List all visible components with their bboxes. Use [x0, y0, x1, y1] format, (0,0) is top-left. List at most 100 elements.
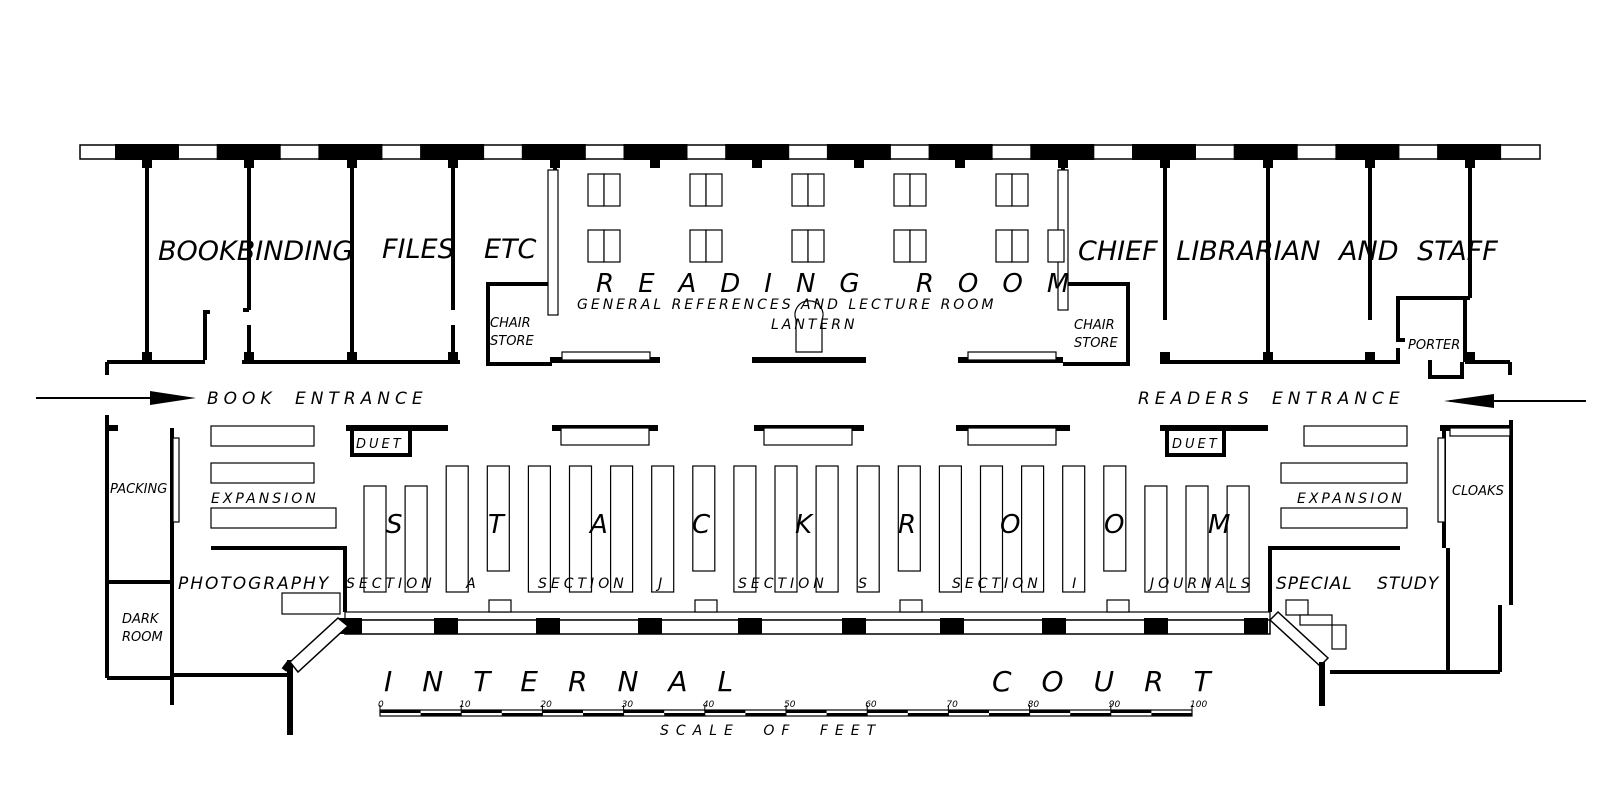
duet-left-label: DUET [356, 437, 404, 452]
partition-pier [1365, 159, 1375, 168]
north-wall-pier [826, 144, 891, 160]
stack-range [1185, 485, 1209, 593]
stack-range [815, 465, 839, 593]
north-rooms-walls [105, 159, 1512, 379]
scale-segment [989, 713, 1030, 716]
stack-range [1062, 465, 1086, 593]
packing-label: PACKING [110, 482, 167, 497]
stack-room-letter: T [488, 510, 506, 540]
stack-room-walls [105, 415, 1513, 735]
stack-shelving [210, 425, 1408, 593]
files-label: FILES [382, 234, 455, 265]
partition-pier [448, 159, 458, 168]
book-entrance-arrow [36, 391, 196, 405]
partition-pier [347, 159, 357, 168]
expansion-left-label: EXPANSION [211, 491, 319, 507]
reading-desk [909, 173, 927, 207]
scale-segment [786, 710, 827, 713]
stack-range [527, 465, 552, 593]
section-label: SECTION S [738, 576, 871, 592]
reading-desk [807, 173, 825, 207]
north-wall-pier [1030, 144, 1095, 160]
stack-range [938, 465, 963, 593]
scale-tick-label: 30 [622, 700, 634, 710]
stack-range [692, 465, 716, 572]
scale-segment [1110, 710, 1152, 713]
expansion-shelf [1280, 462, 1408, 484]
stack-room-letter: R [898, 510, 916, 540]
scale-tick-label: 50 [784, 700, 796, 710]
stack-range [651, 465, 675, 593]
scale-segment [948, 710, 989, 713]
partition-pier [1465, 159, 1475, 168]
stack-range [363, 485, 387, 593]
expansion-shelf [1280, 507, 1408, 529]
partition-pier [1058, 159, 1068, 168]
stack-range [486, 465, 510, 572]
internal-label: INTERNAL [384, 665, 763, 698]
north-wall-pier [1437, 144, 1502, 160]
reading-desk [587, 229, 605, 263]
section-label: SECTION A [346, 576, 480, 592]
scale-segment [704, 710, 746, 713]
scale-tick-label: 80 [1028, 700, 1040, 710]
reading-desk [995, 173, 1013, 207]
reading-desk [893, 173, 911, 207]
expansion-shelf [210, 462, 315, 484]
south-wall-pier [940, 618, 964, 634]
scale-segment [1151, 713, 1192, 716]
stack-room-letter: A [588, 510, 608, 540]
north-wall-pier [420, 144, 485, 160]
court-label: COURT [992, 665, 1241, 698]
reading-desk [1011, 173, 1029, 207]
scale-segment [461, 710, 502, 713]
south-wall-pier [1042, 618, 1066, 634]
scale-segment [583, 713, 624, 716]
north-wall [79, 144, 1541, 160]
north-wall-pier [216, 144, 281, 160]
stack-range [609, 465, 634, 593]
north-wall-pier [928, 144, 993, 160]
stack-room-letter: K [795, 510, 814, 540]
scale-tick-label: 100 [1190, 700, 1207, 710]
stack-range [1226, 485, 1250, 593]
chair-store-left-label-1: CHAIR [490, 316, 531, 331]
chief-librarian-label: CHIEF LIBRARIAN AND STAFF [1078, 236, 1498, 267]
north-wall-pier [115, 144, 179, 160]
stack-range [733, 465, 757, 593]
cloaks-label: CLOAKS [1452, 484, 1504, 499]
chair-store-left-label-2: STORE [490, 334, 534, 349]
south-wall-pier [638, 618, 662, 634]
reading-desk [1011, 229, 1029, 263]
scale-tick-label: 10 [459, 700, 471, 710]
partition-pier [955, 159, 965, 168]
north-wall-pier [521, 144, 586, 160]
south-wall-pier [738, 618, 762, 634]
reading-desk [807, 229, 825, 263]
stack-range [897, 465, 921, 572]
lantern-label: LANTERN [771, 317, 857, 333]
scale-segment [664, 713, 705, 716]
south-wall-pier [536, 618, 560, 634]
scale-segment [826, 713, 868, 716]
south-wall-pier [434, 618, 458, 634]
north-wall-pier [623, 144, 688, 160]
expansion-right-label: EXPANSION [1297, 491, 1405, 507]
stack-room-tables [281, 592, 1347, 650]
duet-right-label: DUET [1172, 437, 1220, 452]
scale-segment [907, 713, 949, 716]
north-wall-pier [1335, 144, 1400, 160]
south-wall-pier [1144, 618, 1168, 634]
scale-tick-label: 90 [1109, 700, 1121, 710]
reading-desk [705, 173, 723, 207]
scale-segment [380, 710, 421, 713]
stack-room-letter: M [1208, 510, 1230, 540]
reading-desk [603, 173, 621, 207]
reading-desk [909, 229, 927, 263]
scale-segment [623, 710, 665, 713]
stack-range [1103, 465, 1127, 572]
photography-label: PHOTOGRAPHY [178, 574, 330, 594]
partition-pier [244, 159, 254, 168]
